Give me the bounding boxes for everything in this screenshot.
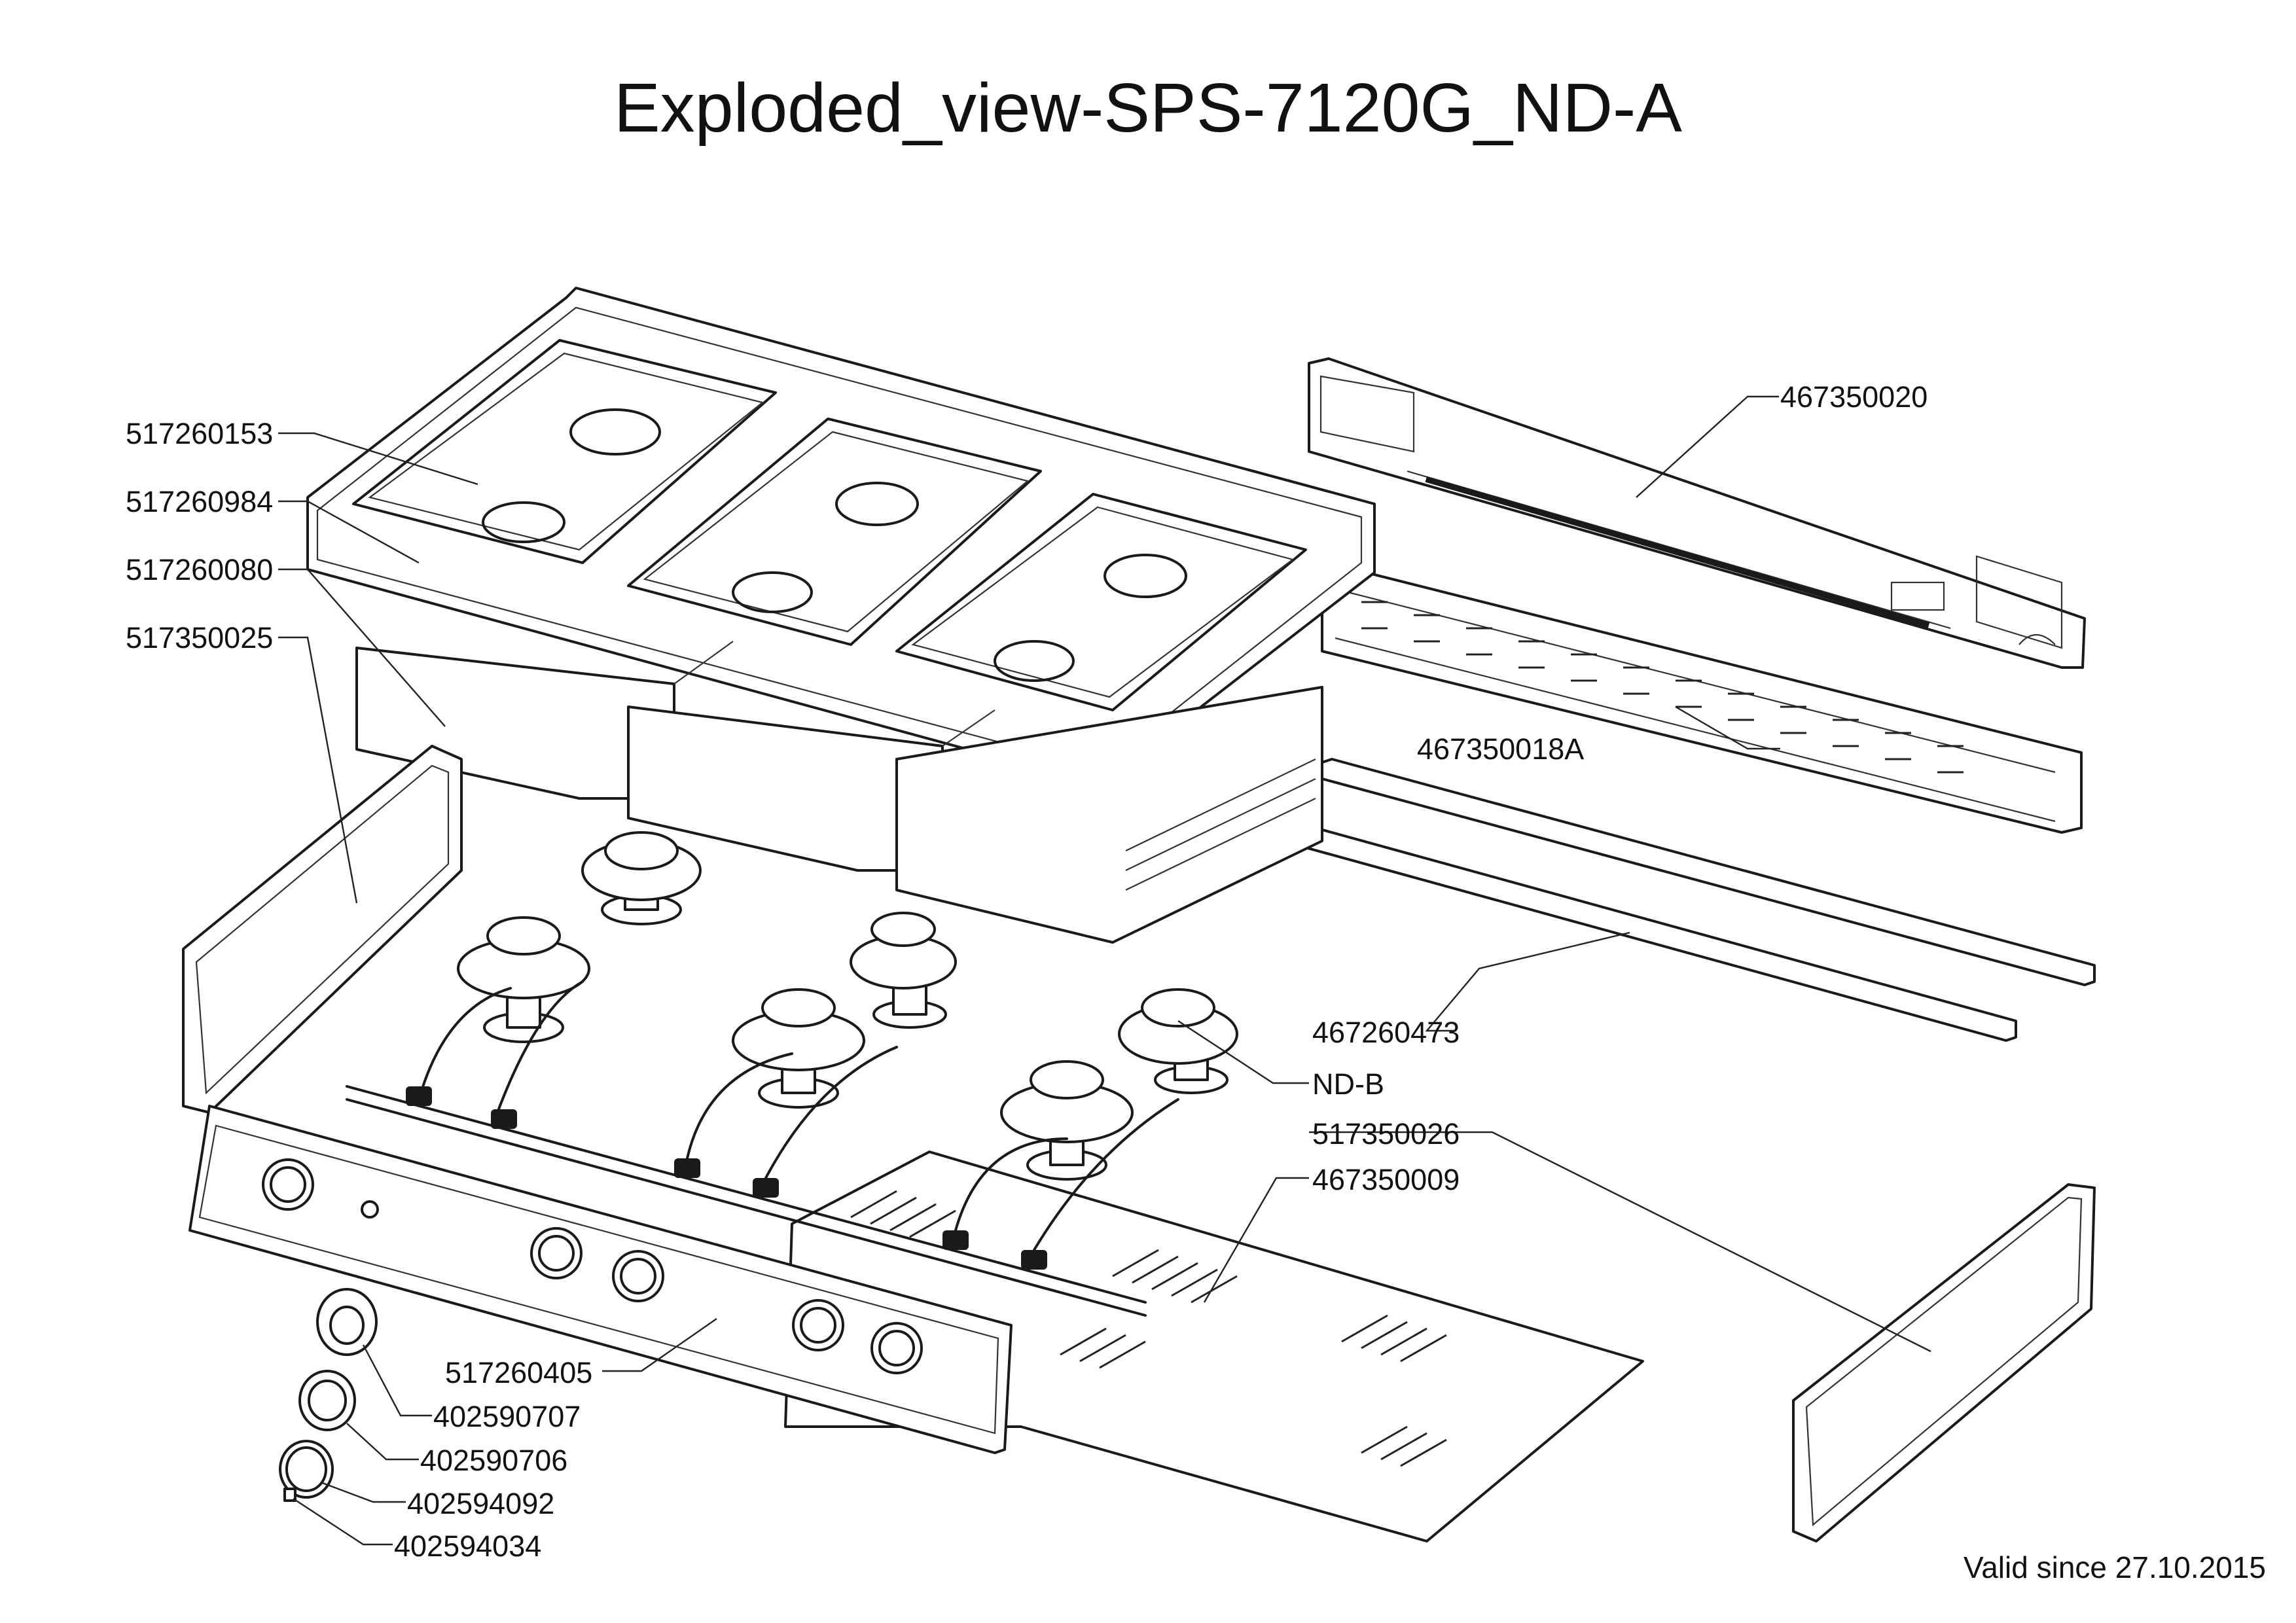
burner-6 <box>1000 1060 1134 1181</box>
label-402590706: 402590706 <box>420 1444 567 1477</box>
rear-panel-part <box>1308 357 2086 669</box>
label-517260405: 517260405 <box>445 1356 592 1389</box>
cooktop-part <box>306 287 1376 787</box>
label-517260080: 517260080 <box>126 553 273 586</box>
valid-since-note: Valid since 27.10.2015 <box>1963 1550 2266 1584</box>
left-side-panel-part <box>182 745 463 1114</box>
label-517350025: 517350025 <box>126 621 273 654</box>
label-402594034: 402594034 <box>394 1529 541 1563</box>
label-517350026: 517350026 <box>1312 1117 1460 1150</box>
front-panel-part <box>188 1105 1013 1454</box>
bottom-tray-part <box>784 1150 1644 1543</box>
right-side-panel-part <box>1792 1183 2096 1543</box>
label-467350020: 467350020 <box>1780 380 1928 414</box>
knob-cap-402590707 <box>316 1288 378 1356</box>
leader-lines <box>278 395 1931 1546</box>
burner-2 <box>457 916 590 1043</box>
knob-parts <box>279 1288 378 1502</box>
knob-ring-402594092 <box>279 1440 334 1499</box>
gas-valves <box>406 1086 1047 1270</box>
knob-clip-402594034 <box>283 1488 296 1502</box>
drawing-title: Exploded_view-SPS-7120G_ND-A <box>613 69 1683 147</box>
label-517260153: 517260153 <box>126 417 273 450</box>
tray-vent-slots <box>850 1190 1447 1467</box>
knob-402590706 <box>298 1370 356 1431</box>
burner-3 <box>850 912 957 1029</box>
burner-4 <box>732 988 865 1109</box>
control-knobs <box>262 1158 923 1374</box>
burner-assemblies <box>346 831 1238 1317</box>
label-nd-b: ND-B <box>1312 1067 1384 1101</box>
gas-manifold <box>346 980 1179 1317</box>
burner-5 <box>1118 988 1238 1094</box>
burner-1 <box>581 831 702 925</box>
part-labels: 517260153 517260984 517260080 517350025 … <box>126 380 1928 1563</box>
label-402594092: 402594092 <box>407 1487 554 1520</box>
label-517260984: 517260984 <box>126 485 273 518</box>
label-467260473: 467260473 <box>1312 1016 1460 1049</box>
rail-slots <box>1361 601 1964 774</box>
label-402590707: 402590707 <box>433 1400 581 1433</box>
label-467350009: 467350009 <box>1312 1163 1460 1196</box>
label-467350018A: 467350018A <box>1417 732 1584 766</box>
